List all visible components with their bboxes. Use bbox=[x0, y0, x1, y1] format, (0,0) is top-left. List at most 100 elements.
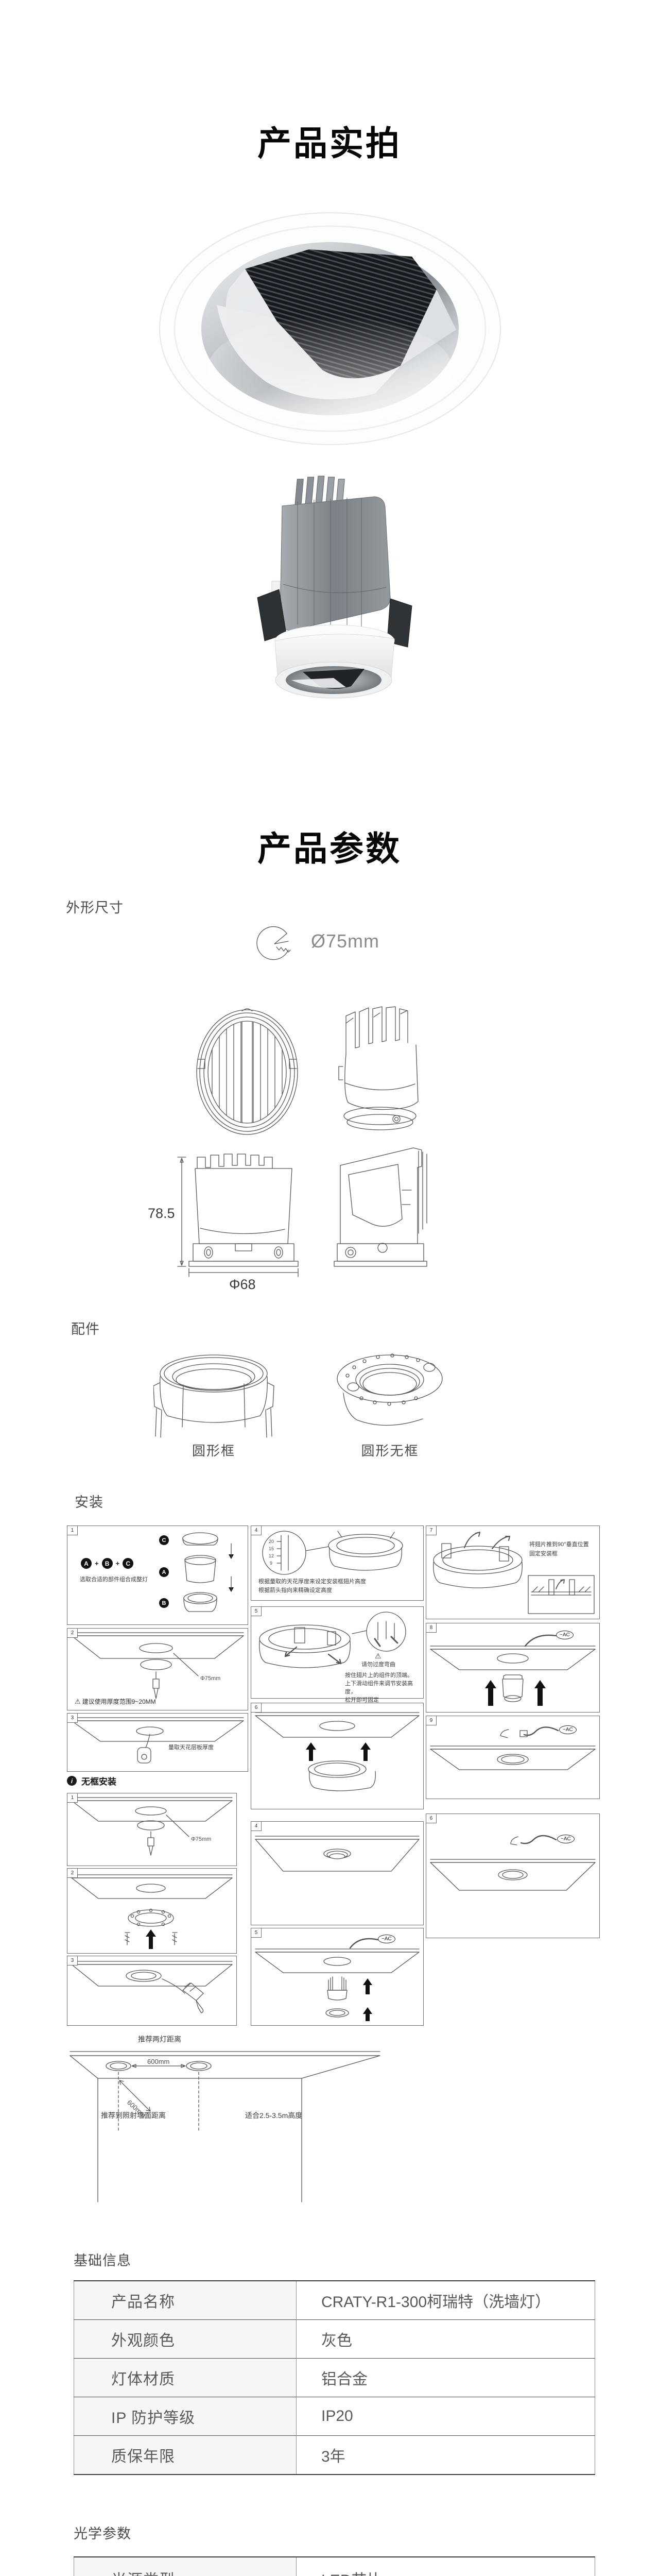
ac-power-badge: ~AC bbox=[378, 1935, 395, 1943]
diameter-dim-text: Φ68 bbox=[229, 1277, 256, 1292]
spacing-title: 推荐两灯距离 bbox=[138, 2035, 181, 2043]
step-2-dim: Φ75mm bbox=[200, 1675, 220, 1682]
step-caption: 根据量取的天花厚度来设定安装框翅片高度 根据箭头指向来精确设定高度 bbox=[258, 1579, 366, 1594]
install-step-4: 4 20 15 12 9 根据量取的天花厚度来设定安装框翅片高度 根据箭头指向来… bbox=[251, 1526, 424, 1601]
install-step-6: 6 bbox=[251, 1703, 424, 1809]
svg-text:15: 15 bbox=[269, 1546, 274, 1551]
param-value: LED芯片 bbox=[297, 2557, 595, 2576]
frameless-step-1: 1 Φ75mm bbox=[67, 1793, 237, 1866]
step-2-drawing: Φ75mm bbox=[71, 1632, 244, 1699]
part-b-label: B bbox=[159, 1598, 169, 1608]
install-step-5: 5 ⚠ 请勿过度弯曲 按住翅片上的组件的顶端。 上下滑动组件来调节安装高度， 松… bbox=[251, 1606, 424, 1703]
spacing-height-caption: 适合2.5-3.5m高度 bbox=[245, 2111, 303, 2120]
step-number: 2 bbox=[67, 1628, 78, 1638]
install-step-1: 1 A + B + C 选取合适的部件组合成整灯 C A B bbox=[67, 1526, 248, 1625]
cutout-diameter-text: Ø75mm bbox=[311, 930, 380, 952]
frameless-step-5: 5 ~AC bbox=[251, 1928, 424, 2026]
step-caption: 将翅片推到90°垂直位置固定安装框 bbox=[529, 1541, 589, 1557]
frameless-3-drawing bbox=[71, 1961, 233, 2013]
param-value: CRATY-R1-300柯瑞特（洗墙灯） bbox=[321, 2294, 551, 2311]
step-number: 3 bbox=[67, 1713, 78, 1723]
step-number: 5 bbox=[251, 1928, 262, 1938]
install-step-2: 2 Φ75mm ⚠建议使用厚度范围9~20MM bbox=[67, 1628, 248, 1710]
accessories-label: 配件 bbox=[71, 1321, 100, 1337]
install-label: 安装 bbox=[75, 1495, 103, 1510]
step-6-drawing bbox=[255, 1712, 420, 1791]
dimensions-label: 外形尺寸 bbox=[66, 900, 124, 916]
frameless-install-header: i 无框安装 bbox=[67, 1774, 116, 1787]
step-number: 6 bbox=[426, 1814, 437, 1823]
table-row: 光源类型LED芯片 bbox=[74, 2557, 595, 2576]
step-caption: 选取合适的部件组合成整灯 bbox=[80, 1577, 148, 1583]
step-number: 7 bbox=[426, 1526, 437, 1535]
drawing-heatsink-34 bbox=[338, 1006, 419, 1130]
ac-power-badge: ~AC bbox=[556, 1631, 574, 1639]
step-8-drawing bbox=[430, 1634, 596, 1706]
table-row: 外观颜色灰色 bbox=[74, 2319, 595, 2359]
page-title-params: 产品参数 bbox=[257, 829, 402, 868]
product-photo-side-view bbox=[257, 476, 412, 699]
ac-power-badge: ~AC bbox=[559, 1725, 577, 1734]
step-number: 1 bbox=[67, 1526, 78, 1535]
part-c-label: C bbox=[159, 1535, 169, 1545]
step-number: 4 bbox=[251, 1821, 262, 1831]
step-9-drawing bbox=[430, 1726, 596, 1770]
install-step-9: 9 ~AC bbox=[426, 1716, 600, 1799]
frameless-5-drawing bbox=[255, 1938, 420, 2021]
warning-icon: ⚠ bbox=[375, 1652, 381, 1660]
step-number: 6 bbox=[251, 1703, 262, 1713]
param-name: IP 防护等级 bbox=[74, 2397, 297, 2436]
step-number: 9 bbox=[426, 1716, 437, 1725]
step-warning: 请勿过度弯曲 bbox=[361, 1662, 395, 1668]
parts-formula: A + B + C bbox=[81, 1558, 134, 1569]
svg-text:9: 9 bbox=[270, 1561, 272, 1566]
svg-text:20: 20 bbox=[269, 1539, 274, 1544]
frameless-2-drawing bbox=[71, 1874, 233, 1949]
part-a-badge: A bbox=[81, 1558, 92, 1569]
param-name: 外观颜色 bbox=[74, 2319, 297, 2359]
svg-text:12: 12 bbox=[269, 1553, 274, 1558]
step-caption: 量取天花层板厚度 bbox=[168, 1744, 214, 1751]
param-value: 铝合金 bbox=[296, 2358, 595, 2397]
param-name: 灯体材质 bbox=[74, 2358, 297, 2397]
param-value: 灰色 bbox=[296, 2319, 595, 2359]
step-4-drawing: 20 15 12 9 bbox=[262, 1531, 403, 1575]
step-number: 3 bbox=[67, 1956, 78, 1965]
product-photo-bottom-view bbox=[159, 212, 501, 445]
page-title-photos: 产品实拍 bbox=[257, 124, 402, 162]
spacing-diagram: 600mm 600mm bbox=[70, 2051, 380, 2202]
step-number: 8 bbox=[426, 1623, 437, 1633]
frameless-step-2: 2 bbox=[67, 1868, 237, 1954]
accessory-name: 圆形框 bbox=[192, 1443, 235, 1459]
step-number: 4 bbox=[251, 1526, 262, 1535]
frameless-step-4: 4 bbox=[251, 1821, 424, 1925]
table-row: 灯体材质铝合金 bbox=[74, 2358, 595, 2397]
frameless-6-drawing bbox=[430, 1835, 596, 1891]
param-name: 产品名称 bbox=[74, 2281, 297, 2320]
install-step-8: 8 ~AC bbox=[426, 1623, 600, 1713]
drawing-round-frame bbox=[153, 1354, 274, 1438]
optical-params-label: 光学参数 bbox=[74, 2526, 131, 2541]
warning-icon: ⚠ bbox=[75, 1698, 81, 1705]
step-5-drawing bbox=[259, 1612, 406, 1668]
spacing-wall-caption: 推荐到照射墙面距离 bbox=[101, 2111, 166, 2120]
table-row: 产品名称 CRATY-R1-300柯瑞特（洗墙灯） bbox=[74, 2281, 595, 2320]
height-dim-text: 78.5 bbox=[148, 1206, 175, 1221]
frameless-1-drawing: Φ75mm bbox=[71, 1797, 233, 1856]
frameless-step-6: 6 ~AC bbox=[426, 1814, 600, 1938]
cutout-hole-icon bbox=[256, 926, 291, 960]
frameless-step-3: 3 bbox=[67, 1956, 237, 2026]
step-3-drawing bbox=[71, 1717, 244, 1764]
param-value: IP20 bbox=[296, 2397, 595, 2436]
optical-params-table: 光源类型LED芯片色温3000K/4000K显色指数Ra≥95光源寿命35000… bbox=[74, 2556, 595, 2576]
step-number: 1 bbox=[67, 1793, 78, 1803]
part-a-label: A bbox=[159, 1567, 169, 1577]
step-warning: ⚠建议使用厚度范围9~20MM bbox=[75, 1698, 156, 1705]
ac-power-badge: ~AC bbox=[557, 1835, 575, 1843]
part-b-badge: B bbox=[101, 1558, 113, 1569]
step-number: 2 bbox=[67, 1868, 78, 1878]
